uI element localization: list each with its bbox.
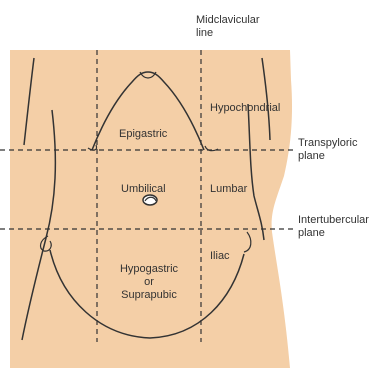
intertubercular-plane-label: Intertubercular plane (298, 214, 369, 240)
midclavicular-label-line1: Midclavicular (196, 14, 260, 27)
transpyloric-line1: Transpyloric (298, 137, 358, 150)
umbilicus (143, 195, 157, 205)
hypogastric-label: Hypogastric or Suprapubic (106, 263, 192, 302)
umbilical-label: Umbilical (121, 183, 166, 196)
transpyloric-plane-label: Transpyloric plane (298, 137, 358, 163)
hypogastric-line3: Suprapubic (106, 289, 192, 302)
hypogastric-line2: or (106, 276, 192, 289)
hypochondrial-label: Hypochondrial (210, 102, 280, 115)
lumbar-label: Lumbar (210, 183, 247, 196)
midclavicular-label-line2: line (196, 27, 260, 40)
intertubercular-line2: plane (298, 227, 369, 240)
iliac-label: Iliac (210, 250, 230, 263)
midclavicular-line-label: Midclavicular line (196, 14, 260, 40)
epigastric-label: Epigastric (119, 128, 167, 141)
hypogastric-line1: Hypogastric (106, 263, 192, 276)
intertubercular-line1: Intertubercular (298, 214, 369, 227)
transpyloric-line2: plane (298, 150, 358, 163)
